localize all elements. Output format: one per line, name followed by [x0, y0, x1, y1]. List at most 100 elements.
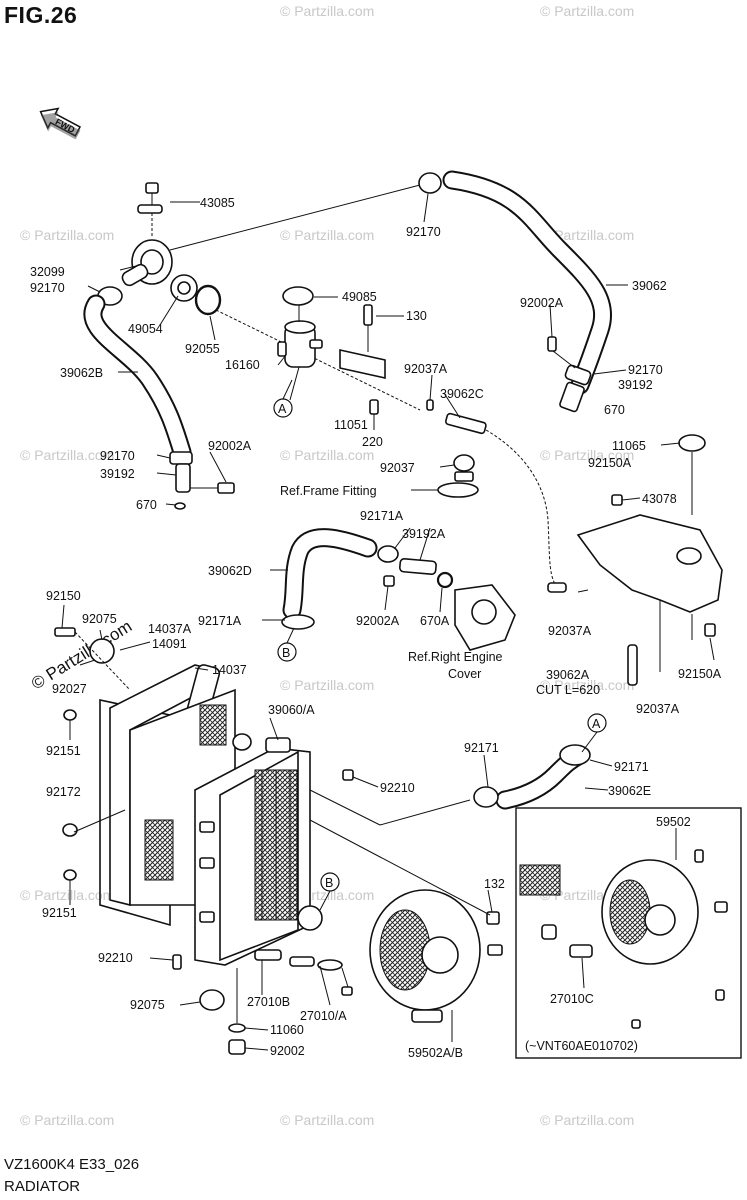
part-label: 92002: [270, 1044, 305, 1058]
callout-letter: B: [282, 646, 290, 660]
drain-parts: [199, 989, 246, 1055]
part-label: 92002A: [520, 296, 564, 310]
part-label: CUT L=620: [536, 683, 600, 697]
watermark-text: © Partzilla.com: [20, 447, 114, 463]
part-label: 92170: [628, 363, 663, 377]
part-label: 14037: [212, 663, 247, 677]
part-label: 92151: [42, 906, 77, 920]
watermark-text: © Partzilla.com: [540, 677, 634, 693]
part-label: 32099: [30, 265, 65, 279]
hose-39062a: [547, 582, 638, 686]
part-label: 220: [362, 435, 383, 449]
watermark-text: © Partzilla.com: [280, 227, 374, 243]
part-label: 16160: [225, 358, 260, 372]
reservoir-tank: [576, 434, 723, 637]
thermostat-housing: [97, 182, 222, 316]
watermark-text: © Partzilla.com: [280, 1112, 374, 1128]
radiator-core: [194, 733, 323, 966]
hose-39062e: [473, 744, 591, 810]
small-bolts: [54, 627, 500, 970]
part-label: 92210: [380, 781, 415, 795]
callout-letter: A: [278, 402, 287, 416]
temperature-sensors: [254, 949, 353, 996]
watermark-text: © Partzilla.com: [540, 3, 634, 19]
part-label: 92210: [98, 951, 133, 965]
watermark-text: © Partzilla.com: [540, 227, 634, 243]
part-label: 92170: [406, 225, 441, 239]
part-label: 92172: [46, 785, 81, 799]
part-label: 39192: [618, 378, 653, 392]
part-label: 92075: [82, 612, 117, 626]
part-labels: 43085 32099 92170 49054 92055 39062B 921…: [30, 196, 722, 1060]
watermark-text: © Partzilla.com: [540, 447, 634, 463]
part-label: 92075: [130, 998, 165, 1012]
part-label: Ref.Frame Fitting: [280, 484, 377, 498]
fwd-arrow-icon: FWD: [39, 107, 82, 140]
part-label: 92037A: [404, 362, 448, 376]
hose-39062d: [281, 528, 378, 630]
watermark-text: © Partzilla.com: [280, 447, 374, 463]
bracket-220: [339, 304, 434, 415]
part-label: 92171A: [198, 614, 242, 628]
hose-39062: [418, 170, 613, 395]
part-label: 670A: [420, 614, 450, 628]
hose-joint-39192: [169, 451, 235, 510]
callout-letter: B: [325, 876, 333, 890]
callout-b-left: B: [277, 642, 297, 662]
part-label: 39062B: [60, 366, 103, 380]
part-label: 49085: [342, 290, 377, 304]
footer-code: VZ1600K4 E33_026: [4, 1156, 140, 1173]
part-label: 11051: [334, 418, 368, 432]
figure-title: FIG.26: [4, 2, 78, 28]
part-label: 670: [604, 403, 625, 417]
part-label: 39060/A: [268, 703, 315, 717]
part-label: 92002A: [356, 614, 400, 628]
hose-39062c: [445, 412, 487, 435]
part-label: 59502A/B: [408, 1046, 463, 1060]
pipe-39192a: [377, 545, 454, 589]
hose-joint-right: [547, 336, 592, 413]
part-label: Cover: [448, 667, 481, 681]
part-label: 27010C: [550, 992, 594, 1006]
part-label: 92151: [46, 744, 81, 758]
callout-a-right: A: [587, 713, 607, 733]
part-label: 39192: [100, 467, 135, 481]
part-label: Ref.Right Engine: [408, 650, 503, 664]
part-label: 14091: [152, 637, 187, 651]
part-label: 670: [136, 498, 157, 512]
watermark-text: © Partzilla.com: [20, 1112, 114, 1128]
part-label: 92170: [100, 449, 135, 463]
part-label: 92027: [52, 682, 87, 696]
part-label: 59502: [656, 815, 691, 829]
callout-a-top: A: [273, 398, 293, 418]
watermark-text: © Partzilla.com: [20, 887, 114, 903]
part-label: 92150A: [678, 667, 722, 681]
part-label: 39062A: [546, 668, 590, 682]
part-label: 92170: [30, 281, 65, 295]
part-label: 27010/A: [300, 1009, 347, 1023]
part-label: 92037A: [548, 624, 592, 638]
part-label: 39062: [632, 279, 667, 293]
inset-variant-box: [515, 807, 742, 1059]
hose-39062b: [83, 294, 192, 462]
clamp-92037: [437, 454, 479, 498]
footer-name: RADIATOR: [4, 1178, 81, 1195]
part-label: 92150A: [588, 456, 632, 470]
callout-b-right: B: [320, 872, 340, 892]
part-label: 92171: [614, 760, 649, 774]
part-label: 11065: [612, 439, 646, 453]
part-label: 39192A: [402, 527, 446, 541]
part-label: 92171: [464, 741, 499, 755]
watermark-text: © Partzilla.com: [280, 3, 374, 19]
part-label: 39062C: [440, 387, 484, 401]
part-label: 92037: [380, 461, 415, 475]
part-label: 92171A: [360, 509, 404, 523]
leader-lines: [61, 193, 681, 1051]
part-label: 130: [406, 309, 427, 323]
part-label: 27010B: [247, 995, 290, 1009]
watermark-text: © Partzilla.com: [540, 1112, 634, 1128]
part-label: 132: [484, 877, 505, 891]
part-label: 92055: [185, 342, 220, 356]
watermark-text: © Partzilla.com: [20, 227, 114, 243]
